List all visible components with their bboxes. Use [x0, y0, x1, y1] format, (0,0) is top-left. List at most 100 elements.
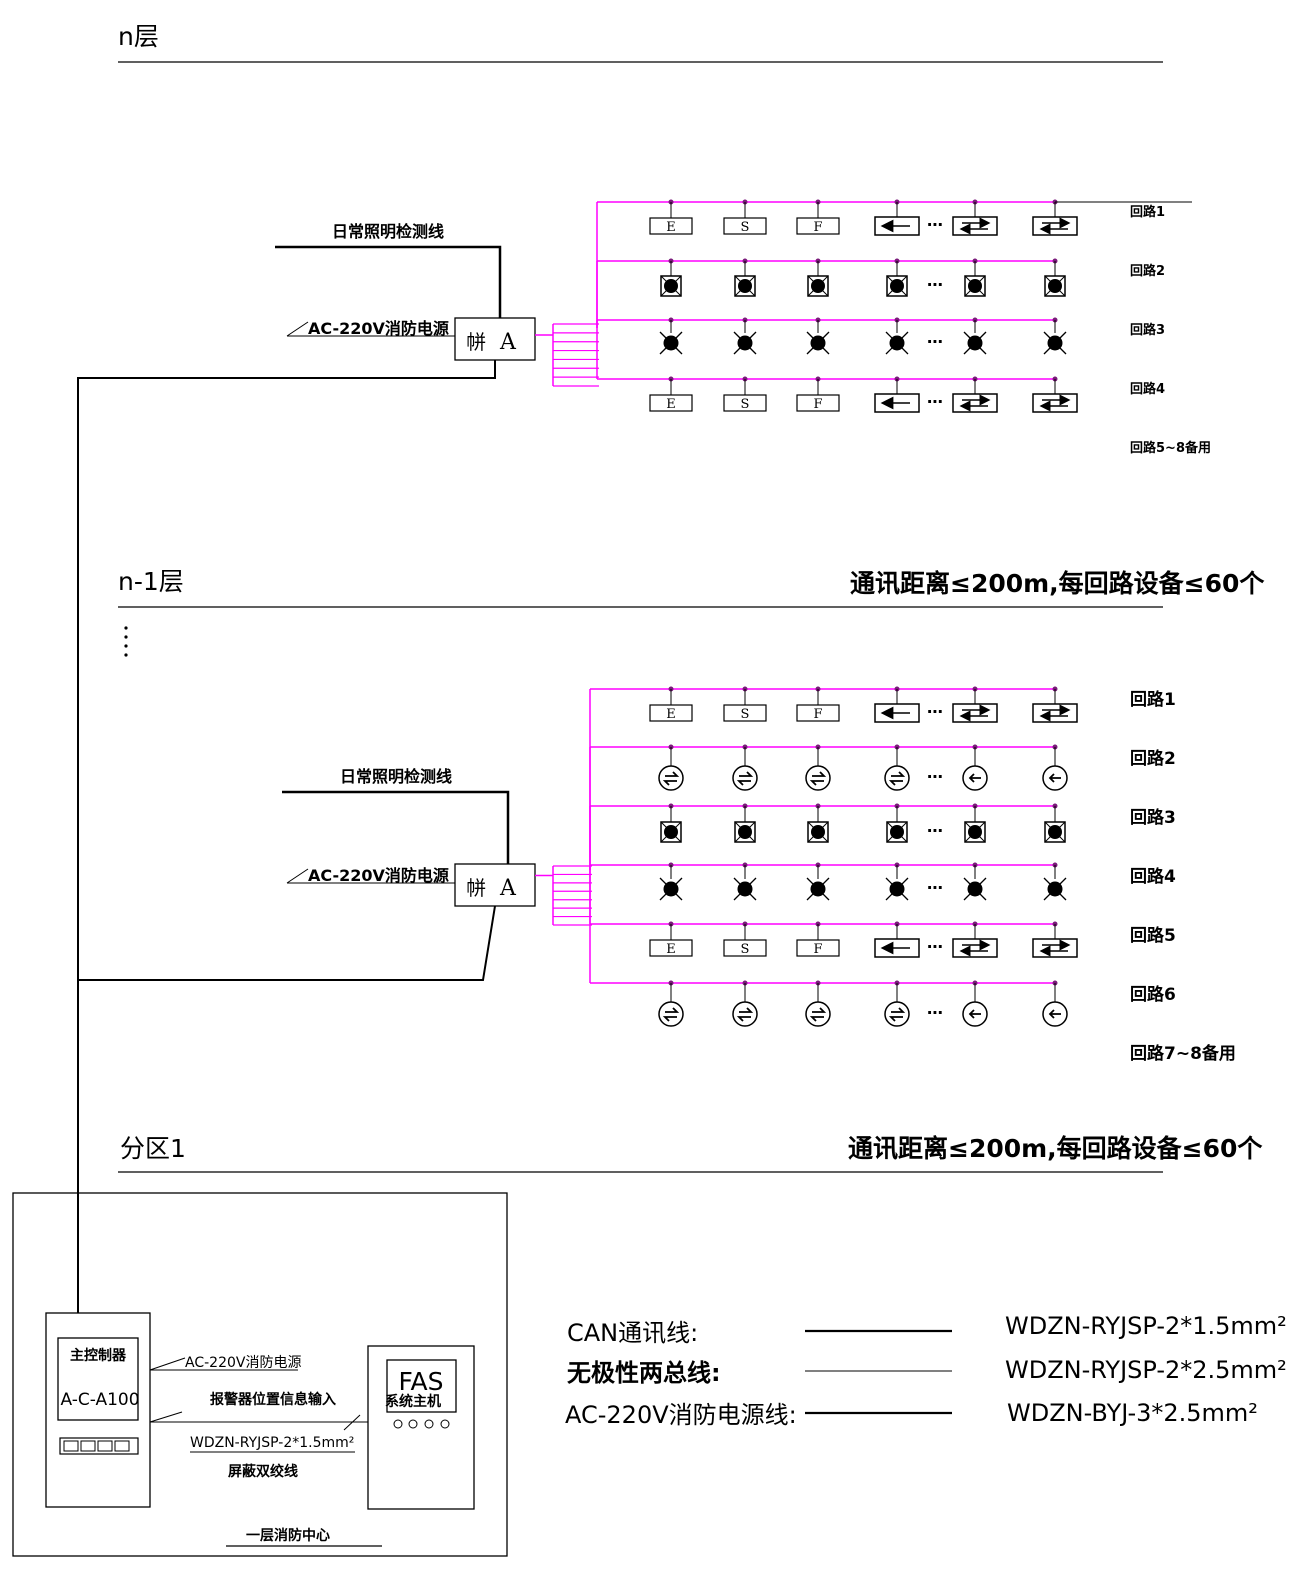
daily-lighting-line-label-n1: 日常照明检测线 [340, 767, 452, 786]
exit-device [952, 199, 998, 236]
exit-device [1032, 376, 1078, 413]
exit-device: E [649, 199, 693, 235]
legend-nonpolar-spec: WDZN-RYJSP-2*2.5mm² [1005, 1356, 1287, 1384]
loop-bus: ⋯ [589, 862, 1067, 901]
exit-device [874, 376, 920, 413]
ac-power-label-n1: AC-220V消防电源 [286, 866, 455, 885]
floor-label-n: n层 [118, 22, 159, 51]
legend-can-spec: WDZN-RYJSP-2*1.5mm² [1005, 1312, 1287, 1340]
controller-ac-power: AC-220V消防电源 [149, 1355, 301, 1371]
device-letter: F [813, 397, 822, 412]
device-letter: S [741, 220, 750, 235]
shielded-twisted-pair-label: 屏蔽双绞线 [228, 1463, 298, 1480]
svg-text:A: A [499, 876, 517, 901]
loop-label: 回路5~8备用 [1130, 440, 1211, 456]
x-device [1043, 317, 1067, 355]
device-ellipsis: ⋯ [927, 1003, 943, 1022]
main-controller-model: A-C-A100 [60, 1390, 139, 1410]
x-device [806, 862, 830, 901]
exit-device [1032, 199, 1078, 236]
daily-lighting-line-n [275, 245, 502, 318]
device-ellipsis: ⋯ [927, 215, 943, 234]
device-ellipsis: ⋯ [927, 878, 943, 897]
square-device [734, 803, 756, 843]
legend-can-line: CAN通讯线: [567, 1319, 698, 1347]
circle-device [1042, 980, 1068, 1027]
x-device [659, 862, 683, 901]
fire-control-center-label: 一层消防中心 [246, 1527, 330, 1544]
device-letter: E [666, 942, 676, 957]
device-ellipsis: ⋯ [927, 821, 943, 840]
loop-bus: ⋯ [589, 744, 1068, 870]
circle-device [732, 744, 758, 791]
can-bus-trunk [77, 360, 496, 1313]
loop-label: 回路1 [1130, 204, 1165, 220]
exit-device [874, 686, 920, 723]
exit-device [874, 921, 920, 958]
device-letter: E [666, 220, 676, 235]
loop-label: 回路2 [1130, 748, 1176, 769]
circle-device [884, 744, 910, 791]
fas-host-label: 系统主机 [385, 1393, 441, 1410]
circle-device [1042, 744, 1068, 791]
exit-device: S [723, 199, 767, 235]
exit-device [1032, 921, 1078, 958]
controller-indicator-row [59, 1437, 139, 1455]
main-controller-title: 主控制器 [70, 1347, 127, 1364]
legend-ac-power-spec: WDZN-BYJ-3*2.5mm² [1007, 1399, 1258, 1427]
loop-bus: ⋯ [596, 317, 1067, 355]
distribution-box-n: 帡 A [454, 317, 536, 361]
square-device [886, 258, 908, 297]
floor-label-n1: n-1层 [118, 567, 184, 596]
square-device [807, 803, 829, 843]
fas-host-panel [386, 1359, 457, 1413]
square-device [734, 258, 756, 297]
device-ellipsis: ⋯ [927, 332, 943, 351]
device-ellipsis: ⋯ [927, 702, 943, 721]
x-device [963, 317, 987, 355]
device-letter: S [741, 707, 750, 722]
device-letter: F [813, 942, 822, 957]
square-device [660, 803, 682, 843]
circle-device [805, 744, 831, 791]
loop-label: 回路4 [1130, 381, 1165, 397]
main-controller-panel [57, 1337, 139, 1421]
exit-device: F [796, 199, 840, 235]
svg-text:帡: 帡 [466, 876, 486, 900]
legend: CAN通讯线: WDZN-RYJSP-2*1.5mm² 无极性两总线: WDZN… [565, 1312, 1287, 1429]
x-device [659, 317, 683, 355]
circle-device [805, 980, 831, 1027]
loop-label: 回路6 [1130, 984, 1176, 1005]
square-device [1044, 803, 1066, 843]
comm-distance-note-n1: 通讯距离≤200m,每回路设备≤60个 [850, 569, 1265, 598]
exit-device: S [723, 686, 767, 722]
circle-device [962, 744, 988, 791]
device-letter: F [813, 220, 822, 235]
circle-device [732, 980, 758, 1027]
device-letter: F [813, 707, 822, 722]
x-device [1043, 862, 1067, 901]
device-ellipsis: ⋯ [927, 392, 943, 411]
circle-device [884, 980, 910, 1027]
svg-text:A: A [499, 330, 517, 355]
exit-device: S [723, 376, 767, 412]
exit-device: F [796, 376, 840, 412]
exit-device [1032, 686, 1078, 723]
daily-lighting-line-label-n: 日常照明检测线 [332, 222, 444, 241]
fas-title: FAS [398, 1367, 443, 1396]
fas-indicator-lights [393, 1419, 450, 1429]
exit-device [952, 921, 998, 958]
circle-device [658, 980, 684, 1027]
loop-label: 回路3 [1130, 807, 1176, 828]
svg-text:AC-220V消防电源: AC-220V消防电源 [308, 866, 449, 885]
x-device [963, 862, 987, 901]
exit-device: F [796, 686, 840, 722]
legend-ac-power-line: AC-220V消防电源线: [565, 1401, 797, 1429]
loop-label: 回路4 [1130, 866, 1176, 887]
svg-text:帡: 帡 [466, 330, 486, 354]
